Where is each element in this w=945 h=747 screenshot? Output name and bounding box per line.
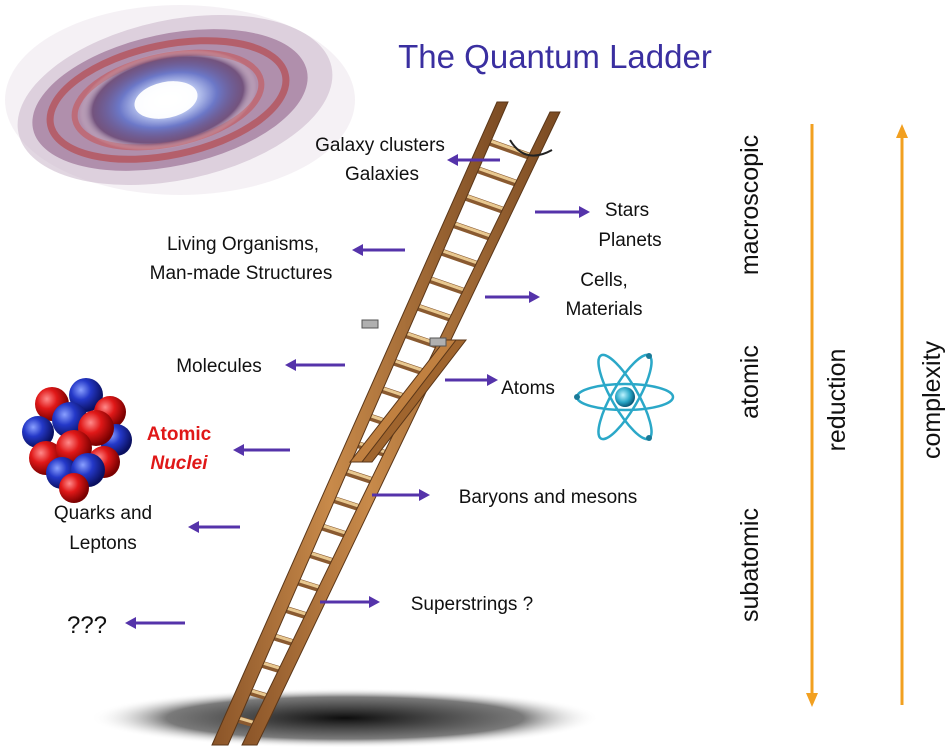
arrow-head [233, 444, 244, 456]
label-stars: Stars [605, 200, 649, 221]
label-superstrings: Superstrings ? [411, 594, 534, 615]
scale-macroscopic: macroscopic [736, 135, 764, 275]
arrow-head [125, 617, 136, 629]
label-galaxies: Galaxies [345, 164, 419, 185]
reduction-arrow [806, 124, 818, 707]
scale-atomic: atomic [736, 345, 764, 419]
ladder-rope [509, 139, 553, 157]
label-atomic-nuclei-line1: Atomic [147, 424, 212, 445]
arrow-head [369, 596, 380, 608]
scale-reduction: reduction [823, 349, 851, 452]
scale-labels: macroscopic atomic subatomic reduction c… [736, 135, 945, 622]
nucleus-icon [22, 378, 132, 503]
scale-complexity: complexity [918, 340, 945, 459]
label-atomic-nuclei-line2: Nuclei [150, 453, 208, 474]
atom-icon [574, 353, 675, 441]
page-title: The Quantum Ladder [398, 38, 712, 75]
label-atoms: Atoms [501, 378, 555, 399]
label-leptons: Leptons [69, 533, 137, 554]
ladder-rung-highlight [460, 192, 508, 212]
label-unknown: ??? [67, 612, 107, 639]
arrow-head [188, 521, 199, 533]
label-living-organisms: Living Organisms, [167, 234, 319, 255]
label-baryons-mesons: Baryons and mesons [459, 487, 638, 508]
arrow-head [285, 359, 296, 371]
arrow-head [447, 154, 458, 166]
arrow-head [487, 374, 498, 386]
complexity-arrow [896, 124, 908, 705]
arrow-head [419, 489, 430, 501]
label-materials: Materials [565, 299, 642, 320]
spiral-galaxy-icon [5, 5, 355, 195]
ladder-shadow [90, 688, 600, 747]
label-man-made-structures: Man-made Structures [150, 263, 333, 284]
ladder-rung-highlight [424, 275, 469, 293]
label-planets: Planets [598, 230, 661, 251]
ladder-bracket [361, 319, 379, 329]
ladder-rung-highlight [412, 302, 456, 320]
arrow-head [352, 244, 363, 256]
ladder-bracket [429, 337, 447, 347]
label-quarks: Quarks and [54, 503, 152, 524]
label-cells: Cells, [580, 270, 628, 291]
ladder-rung-highlight [472, 165, 521, 185]
label-molecules: Molecules [176, 356, 262, 377]
level-labels: Galaxy clusters Galaxies Stars Planets L… [54, 135, 662, 639]
pointer-arrows [125, 154, 590, 629]
ladder [211, 101, 561, 746]
ladder-rung-highlight [448, 220, 495, 239]
label-galaxy-clusters: Galaxy clusters [315, 135, 445, 156]
ladder-rung-highlight [436, 247, 482, 266]
arrow-head [529, 291, 540, 303]
scale-subatomic: subatomic [736, 508, 764, 622]
arrow-head [579, 206, 590, 218]
